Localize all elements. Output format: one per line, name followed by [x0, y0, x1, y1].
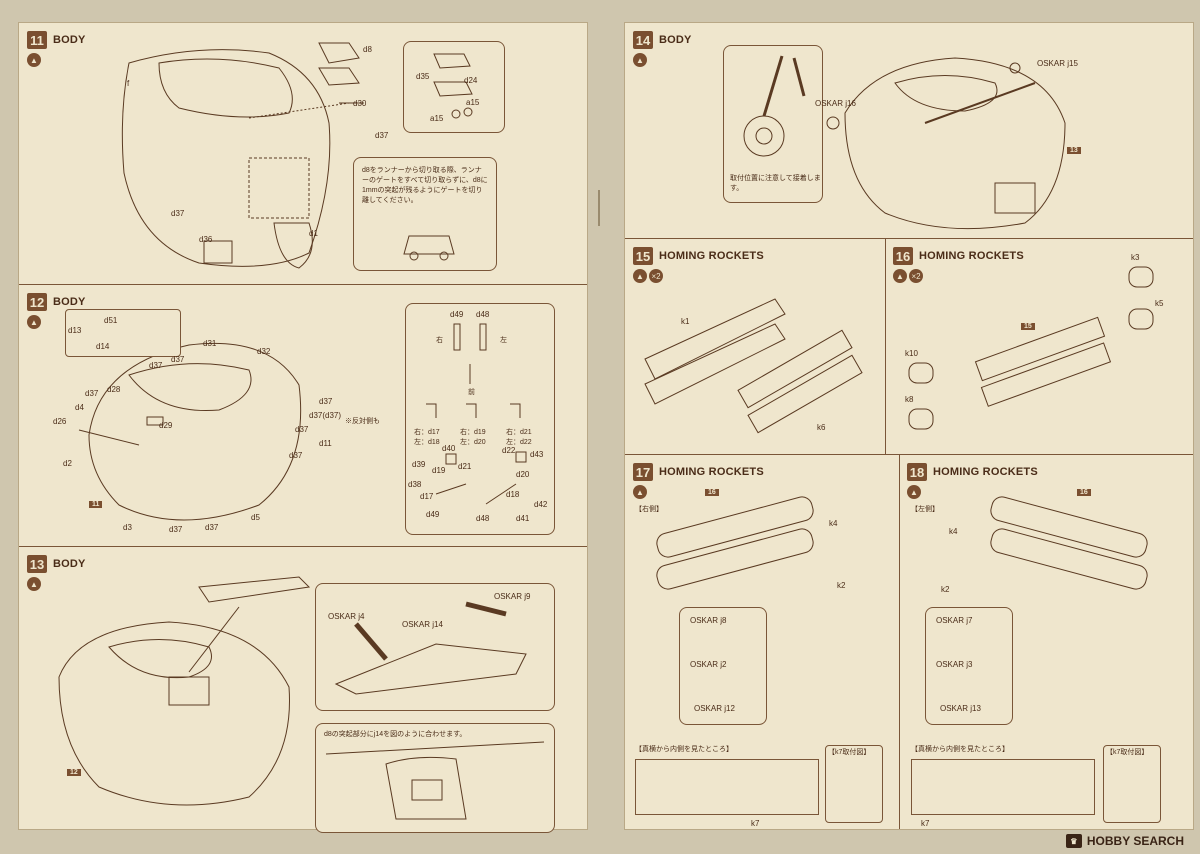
body-drawing: [826, 57, 1066, 230]
step-18-panel: 18 HOMING ROCKETS ▲ 【左側】 k4 k2 16 OSKAR …: [899, 455, 1193, 829]
watermark: ♛ HOBBY SEARCH: [1065, 834, 1184, 848]
glue-icon: ▲: [633, 269, 647, 283]
part-label: d8: [363, 45, 372, 54]
step-title: HOMING ROCKETS: [659, 466, 764, 478]
glue-icon: ▲: [893, 269, 907, 283]
note-callout: d8をランナーから切り取る際、ランナーのゲートをすべて切り取らずに、d8に1mm…: [353, 157, 497, 271]
note-text: d8の突起部分にj14を図のように合わせます。: [324, 731, 467, 738]
detail-callout: d49 d48 右 左 前 右：d17 左：d18 右：d19 左：d20 右：…: [405, 303, 555, 535]
detail-callout: 【k7取付図】: [1103, 745, 1161, 823]
part-label: d1: [309, 229, 318, 238]
step-number: 12: [27, 293, 47, 311]
detail-callout: d35 d24 a15 a15: [403, 41, 505, 133]
ref-step-badge: 16: [705, 489, 719, 496]
part-label: d37: [375, 131, 389, 140]
detail-callout: OSKAR j4 OSKAR j14 OSKAR j9: [315, 583, 555, 711]
glue-icon: ▲: [27, 315, 41, 329]
step-number: 17: [633, 463, 653, 481]
step-title: HOMING ROCKETS: [933, 466, 1038, 478]
detail-callout: d51 d13 d14: [65, 309, 181, 357]
step-number: 16: [893, 247, 913, 265]
note-text: ※反対側も: [345, 418, 380, 425]
ref-step-badge: 12: [67, 769, 81, 776]
step-17-panel: 17 HOMING ROCKETS ▲ 【右側】 k4 k2 16 OSKAR …: [625, 455, 899, 829]
step-title: BODY: [53, 34, 86, 46]
ref-step-badge: 16: [1077, 489, 1091, 496]
step-12-panel: 12 BODY ▲ d51 d13 d14 d31 d32 d37 d37 d2…: [19, 285, 587, 547]
quantity-badge: ×2: [909, 269, 923, 283]
step-number: 13: [27, 555, 47, 573]
quantity-badge: ×2: [649, 269, 663, 283]
step-number: 18: [907, 463, 927, 481]
part-label: d30: [353, 99, 367, 108]
detail-callout: OSKAR j8 OSKAR j2 OSKAR j12: [679, 607, 767, 725]
note-callout: d8の突起部分にj14を図のように合わせます。: [315, 723, 555, 833]
left-page: 11 BODY ▲ d8 d30 d37 d37 d36 d1 f: [18, 22, 588, 833]
step-17-18-row: 17 HOMING ROCKETS ▲ 【右側】 k4 k2 16 OSKAR …: [625, 455, 1193, 829]
step-title: BODY: [659, 34, 692, 46]
body-drawing: [58, 576, 311, 806]
step-title: BODY: [53, 296, 86, 308]
sub-caption: 【真横から内側を見たところ】: [635, 746, 733, 753]
ref-step-badge: 15: [1021, 323, 1035, 330]
staple-icon: [598, 190, 600, 226]
right-page: 14 BODY ▲ 取付位置に注意して接着します。 OSKAR j15 OSKA…: [624, 22, 1194, 830]
part-label: d36: [199, 235, 213, 244]
side-view-diagram: [911, 759, 1095, 815]
step-13-panel: 13 BODY ▲ 12 OSKAR j4 OSKAR j14 OSKAR j9…: [19, 547, 587, 833]
step-number: 15: [633, 247, 653, 265]
step-title: HOMING ROCKETS: [919, 250, 1024, 262]
glue-icon: ▲: [27, 53, 41, 67]
part-label: f: [127, 79, 130, 88]
part-label: d37: [171, 209, 185, 218]
sub-caption: 【真横から内側を見たところ】: [911, 746, 1009, 753]
step-11-panel: 11 BODY ▲ d8 d30 d37 d37 d36 d1 f: [19, 23, 587, 285]
step-number: 11: [27, 31, 47, 49]
rocket-drawing: [908, 266, 1154, 430]
detail-callout: 取付位置に注意して接着します。: [723, 45, 823, 203]
detail-callout: 【k7取付図】: [825, 745, 883, 823]
step-number: 14: [633, 31, 653, 49]
glue-icon: ▲: [633, 485, 647, 499]
hobby-search-logo-icon: ♛: [1065, 834, 1082, 848]
body-drawing: [121, 42, 364, 269]
ref-step-badge: 11: [89, 501, 103, 508]
rocket-drawing: [656, 496, 814, 590]
rocket-drawing: [990, 496, 1148, 590]
step-16-panel: 16 HOMING ROCKETS ▲×2 k3 k5 k10 k8 15: [885, 239, 1193, 455]
ref-step-badge: 13: [1067, 147, 1081, 154]
detail-callout: OSKAR j7 OSKAR j3 OSKAR j13: [925, 607, 1013, 725]
note-text: d8をランナーから切り取る際、ランナーのゲートをすべて切り取らずに、d8に1mm…: [362, 167, 488, 204]
step-14-panel: 14 BODY ▲ 取付位置に注意して接着します。 OSKAR j15 OSKA…: [625, 23, 1193, 239]
rocket-drawing: [644, 298, 863, 434]
step-15-panel: 15 HOMING ROCKETS ▲×2 k1 k6: [625, 239, 885, 455]
note-text: 取付位置に注意して接着します。: [730, 175, 821, 192]
glue-icon: ▲: [27, 577, 41, 591]
side-label: 【左側】: [911, 506, 939, 513]
side-view-diagram: [635, 759, 819, 815]
step-title: HOMING ROCKETS: [659, 250, 764, 262]
glue-icon: ▲: [907, 485, 921, 499]
step-15-16-row: 15 HOMING ROCKETS ▲×2 k1 k6 16 HOMING RO…: [625, 239, 1193, 455]
glue-icon: ▲: [633, 53, 647, 67]
side-label: 【右側】: [635, 506, 663, 513]
step-title: BODY: [53, 558, 86, 570]
